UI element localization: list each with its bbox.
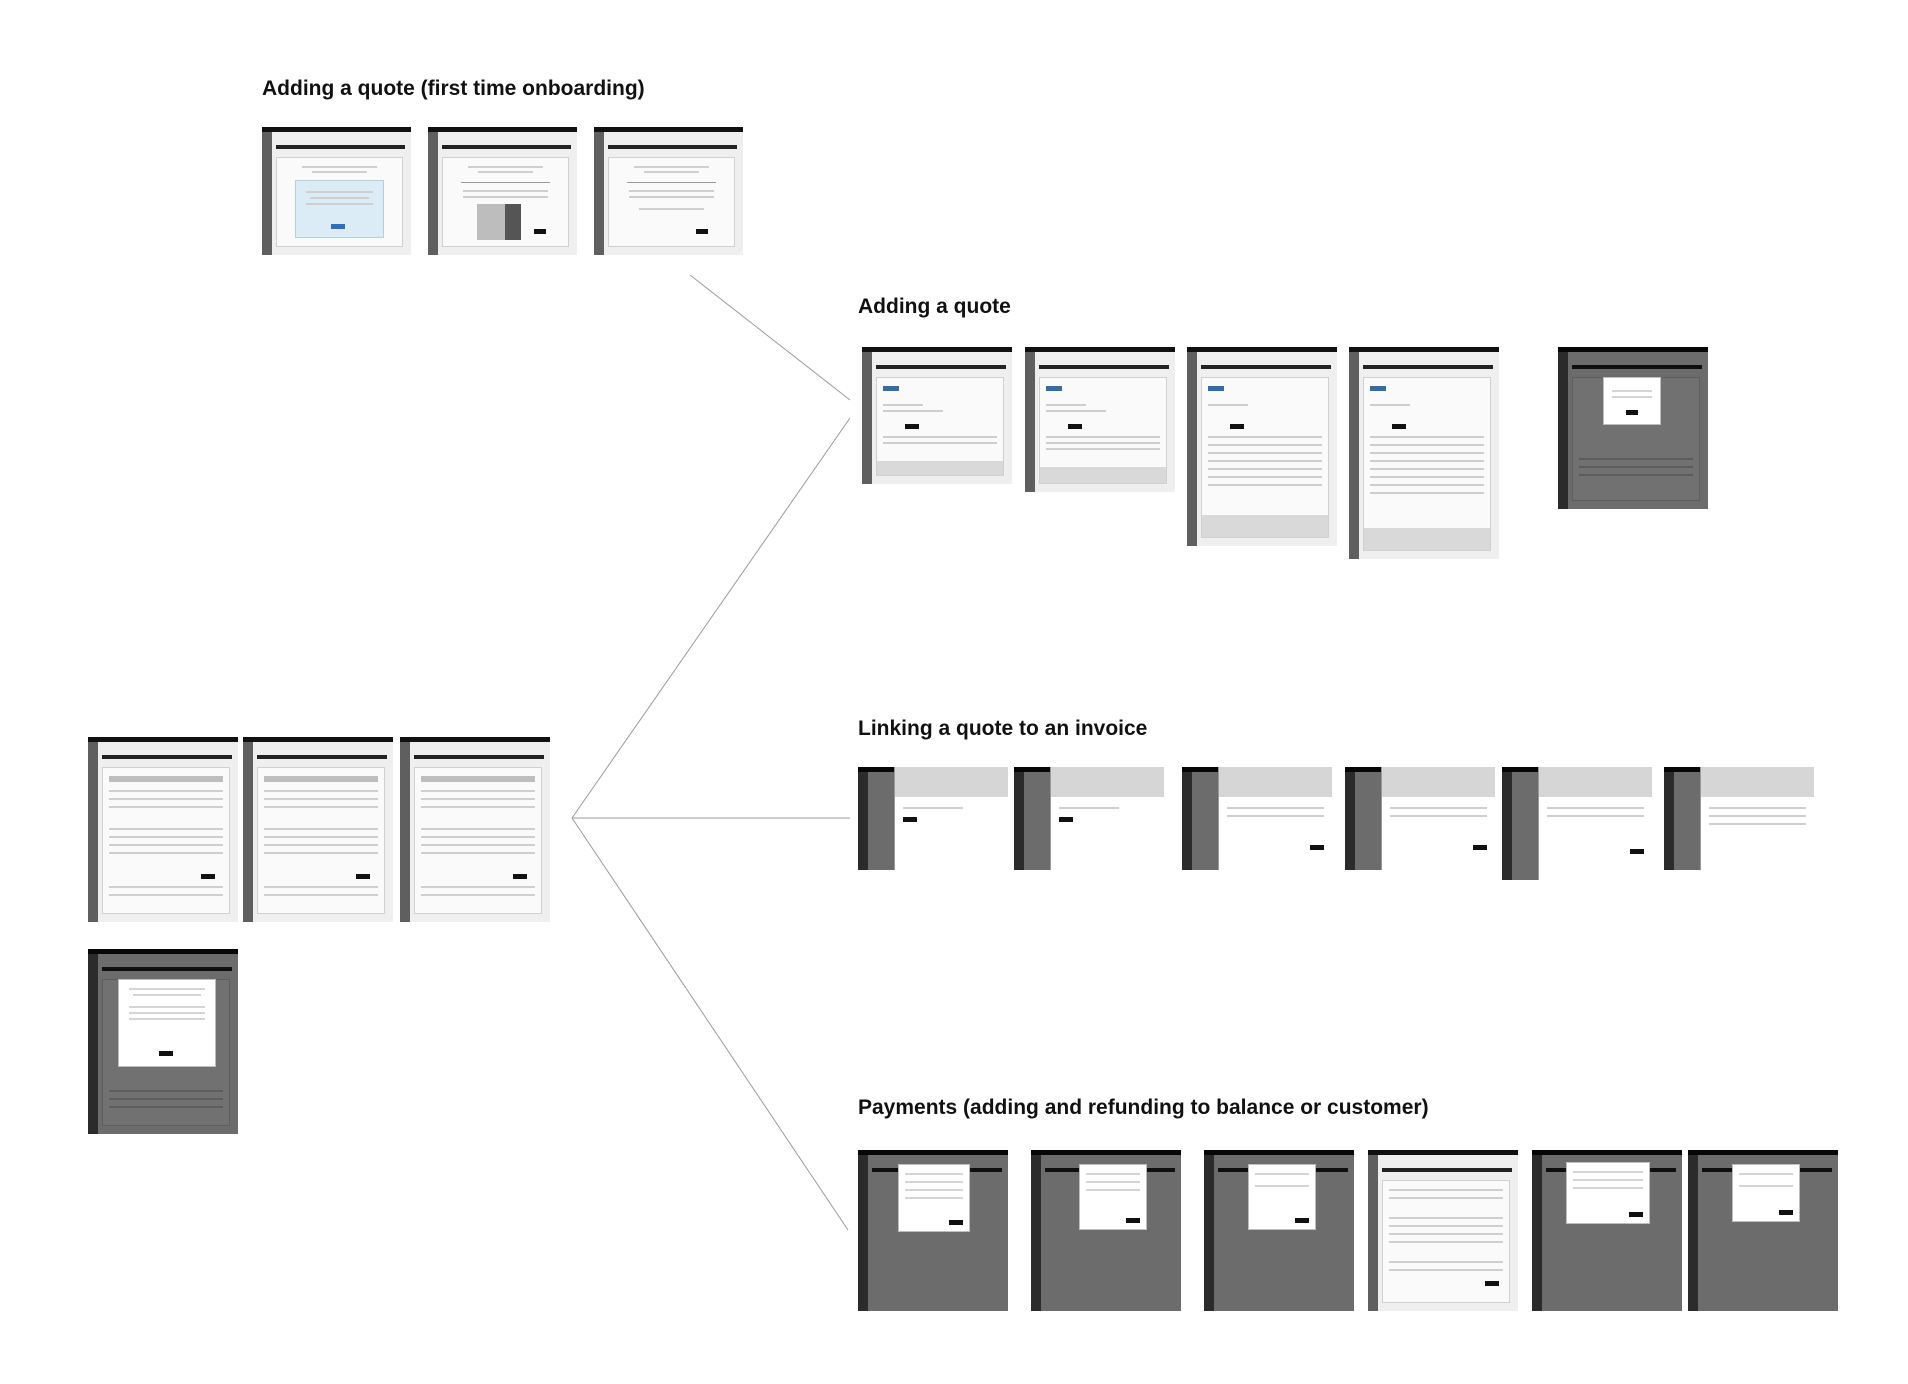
section-title-linking-quote: Linking a quote to an invoice bbox=[858, 717, 1148, 740]
payments-screen-5[interactable] bbox=[1532, 1150, 1682, 1311]
connector-onboarding-to-adding bbox=[689, 274, 851, 401]
adding-quote-screen-2[interactable] bbox=[1025, 347, 1175, 492]
linking-quote-screen-1[interactable] bbox=[858, 767, 1008, 870]
invoice-screen-1[interactable] bbox=[88, 737, 238, 922]
linking-quote-screen-5[interactable] bbox=[1502, 767, 1652, 880]
linking-quote-screen-3[interactable] bbox=[1182, 767, 1332, 870]
invoice-screen-3[interactable] bbox=[400, 737, 550, 922]
payments-screen-2[interactable] bbox=[1031, 1150, 1181, 1311]
linking-quote-screen-2[interactable] bbox=[1014, 767, 1164, 870]
payments-screen-1[interactable] bbox=[858, 1150, 1008, 1311]
linking-quote-screen-4[interactable] bbox=[1345, 767, 1495, 870]
adding-quote-screen-3[interactable] bbox=[1187, 347, 1337, 546]
onboarding-screen-3[interactable] bbox=[594, 127, 743, 255]
onboarding-screen-2[interactable] bbox=[428, 127, 577, 255]
payments-screen-3[interactable] bbox=[1204, 1150, 1354, 1311]
section-title-adding-quote: Adding a quote bbox=[858, 295, 1011, 318]
invoice-onboarding-modal-screen[interactable] bbox=[88, 949, 238, 1134]
onboarding-screen-1[interactable] bbox=[262, 127, 411, 255]
section-title-onboarding: Adding a quote (first time onboarding) bbox=[262, 77, 645, 100]
adding-quote-screen-4[interactable] bbox=[1349, 347, 1499, 559]
payments-screen-4[interactable] bbox=[1368, 1150, 1518, 1311]
payments-screen-6[interactable] bbox=[1688, 1150, 1838, 1311]
linking-quote-screen-6[interactable] bbox=[1664, 767, 1814, 870]
section-title-payments: Payments (adding and refunding to balanc… bbox=[858, 1096, 1429, 1119]
invoice-screen-2[interactable] bbox=[243, 737, 393, 922]
adding-quote-screen-5[interactable] bbox=[1558, 347, 1708, 509]
adding-quote-screen-1[interactable] bbox=[862, 347, 1012, 484]
connector-hub-to-payments bbox=[571, 817, 849, 1231]
connector-hub-to-adding bbox=[571, 417, 851, 819]
